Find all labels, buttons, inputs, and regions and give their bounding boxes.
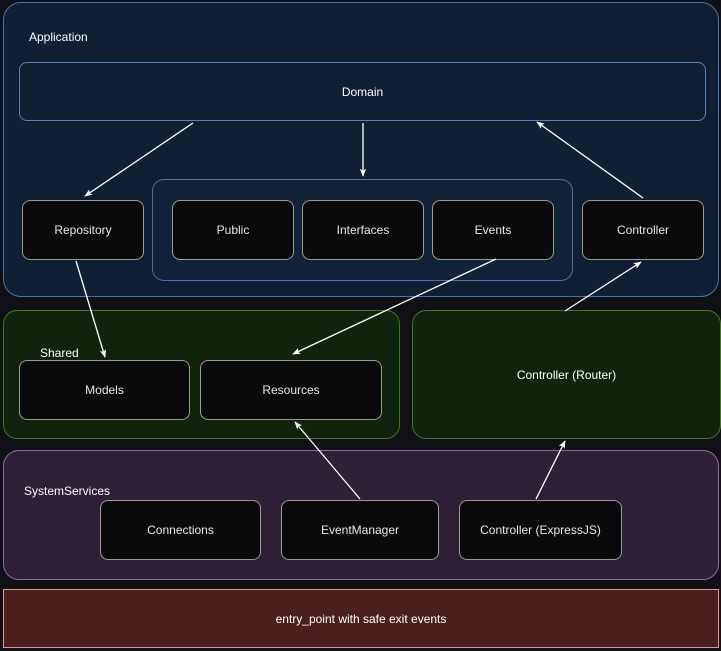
node-events[interactable]: Events	[432, 200, 554, 260]
node-controller[interactable]: Controller	[582, 200, 704, 260]
group-label-application: Application	[29, 30, 88, 44]
node-label: Interfaces	[336, 223, 390, 237]
node-label: Connections	[147, 523, 214, 537]
node-repository[interactable]: Repository	[22, 200, 144, 260]
node-label: Events	[474, 223, 512, 237]
node-controller_expressjs[interactable]: Controller (ExpressJS)	[459, 500, 622, 560]
node-label: Repository	[54, 223, 112, 237]
node-eventmanager[interactable]: EventManager	[281, 500, 439, 560]
node-label: EventManager	[320, 523, 400, 537]
group-label-shared: Shared	[40, 346, 79, 360]
group-entry-point	[3, 589, 719, 648]
node-public[interactable]: Public	[172, 200, 294, 260]
node-label: Models	[85, 383, 124, 397]
node-label-domain: Domain	[341, 84, 384, 99]
node-connections[interactable]: Connections	[100, 500, 261, 560]
group-label-system-services: SystemServices	[24, 484, 111, 498]
node-label-controller-router: Controller (Router)	[516, 367, 617, 382]
node-label: Resources	[262, 383, 320, 397]
node-resources[interactable]: Resources	[200, 360, 382, 420]
node-models[interactable]: Models	[19, 360, 190, 420]
node-interfaces[interactable]: Interfaces	[302, 200, 424, 260]
group-domain	[19, 62, 706, 121]
node-label-entry-point: entry_point with safe exit events	[275, 611, 447, 626]
node-label: Controller (ExpressJS)	[480, 523, 601, 537]
node-label: Controller	[616, 223, 670, 237]
node-label: Public	[216, 223, 250, 237]
